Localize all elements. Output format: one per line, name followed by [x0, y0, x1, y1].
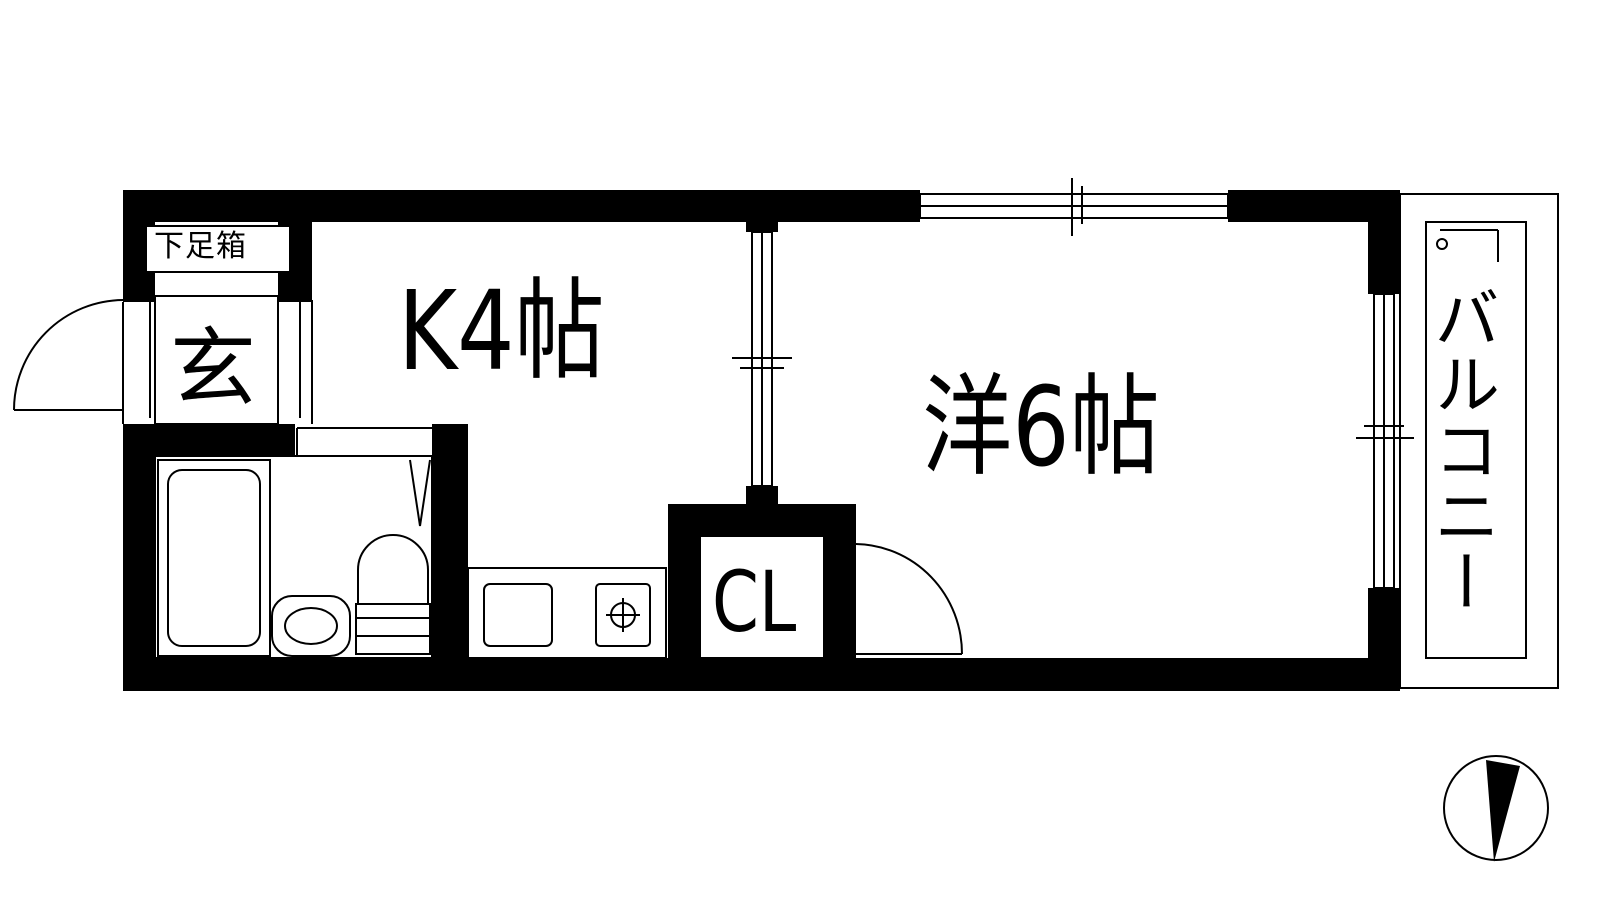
entrance-door: [13, 295, 313, 425]
window-balcony: [1356, 293, 1414, 589]
balcony: [1399, 193, 1559, 689]
outer-walls: [123, 190, 1400, 691]
closet-label: CL: [712, 553, 797, 651]
balcony-faucet-icon: [1436, 238, 1448, 250]
entrance-label: 玄: [170, 319, 256, 419]
sink-icon: [483, 583, 553, 647]
shoe-box-label: 下足箱: [154, 229, 247, 264]
kitchen-label: K4帖: [398, 267, 605, 395]
kitchen-counter: [467, 567, 667, 659]
sliding-door-kitchen-western: [732, 231, 792, 487]
closet: [699, 535, 825, 659]
toilet-icon: [355, 534, 431, 655]
shoe-box: [145, 225, 291, 273]
bathtub-icon: [157, 459, 271, 657]
gas-burner-icon: [595, 583, 651, 647]
interior-walls: [155, 222, 856, 658]
balcony-label: バルコニー: [1423, 284, 1500, 614]
closet-door: [827, 541, 963, 655]
window-top: [919, 178, 1229, 236]
western-room-label: 洋6帖: [922, 363, 1160, 491]
north-arrow-icon: [1443, 755, 1549, 862]
bathroom: [154, 427, 433, 659]
washbasin-icon: [271, 595, 351, 657]
